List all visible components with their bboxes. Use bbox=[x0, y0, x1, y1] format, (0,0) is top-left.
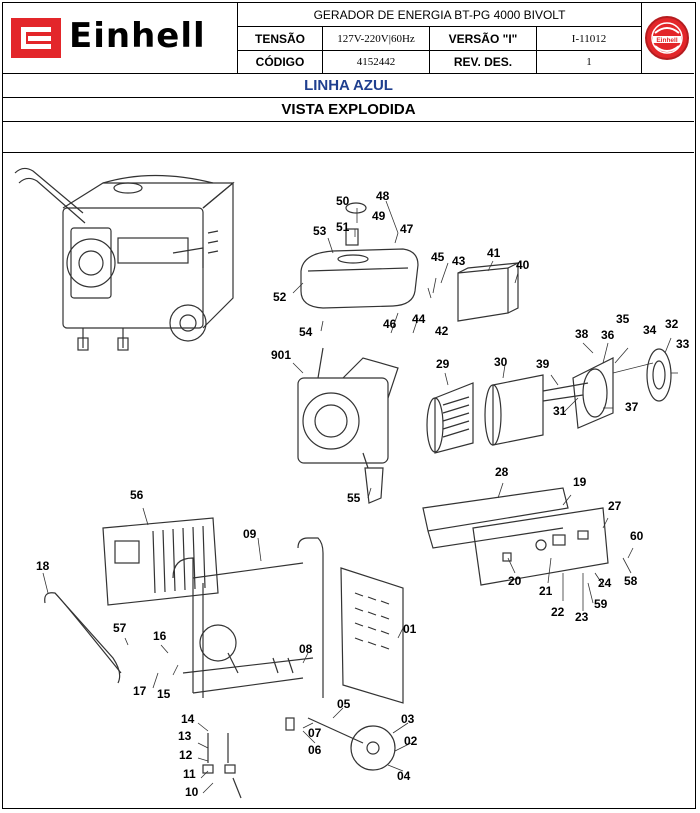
fuel-tank-part bbox=[300, 202, 419, 309]
part-label-38: 38 bbox=[575, 327, 589, 341]
part-label-43: 43 bbox=[452, 254, 466, 268]
part-label-55: 55 bbox=[347, 491, 361, 505]
part-label-54: 54 bbox=[299, 325, 313, 339]
part-label-52: 52 bbox=[273, 290, 287, 304]
part-label-32: 32 bbox=[665, 317, 679, 331]
part-label-01: 01 bbox=[403, 622, 417, 636]
part-label-13: 13 bbox=[178, 729, 192, 743]
tensao-label: TENSÃO bbox=[238, 27, 323, 51]
part-label-35: 35 bbox=[616, 312, 630, 326]
part-label-901: 901 bbox=[271, 348, 291, 362]
part-label-29: 29 bbox=[436, 357, 450, 371]
part-label-42: 42 bbox=[435, 324, 449, 338]
part-label-03: 03 bbox=[401, 712, 415, 726]
einhell-badge-icon: Einhell bbox=[645, 16, 689, 60]
part-label-56: 56 bbox=[130, 488, 144, 502]
part-label-39: 39 bbox=[536, 357, 550, 371]
side-vent-panel-part bbox=[102, 517, 219, 606]
control-box-part bbox=[457, 262, 519, 322]
handle-part bbox=[44, 592, 122, 684]
part-label-31: 31 bbox=[553, 404, 567, 418]
leader-lines bbox=[42, 200, 678, 794]
part-label-12: 12 bbox=[179, 748, 193, 762]
part-label-30: 30 bbox=[494, 355, 508, 369]
badge-cell bbox=[642, 3, 694, 74]
part-label-06: 06 bbox=[308, 743, 322, 757]
part-label-41: 41 bbox=[487, 246, 501, 260]
part-label-24: 24 bbox=[598, 576, 612, 590]
part-label-44: 44 bbox=[412, 312, 426, 326]
rev-label: REV. DES. bbox=[430, 51, 537, 74]
part-label-20: 20 bbox=[508, 574, 522, 588]
feet-part bbox=[202, 717, 295, 799]
assembled-generator-illustration bbox=[14, 167, 235, 351]
part-label-07: 07 bbox=[308, 726, 322, 740]
part-label-51: 51 bbox=[336, 220, 350, 234]
part-label-05: 05 bbox=[337, 697, 351, 711]
part-label-23: 23 bbox=[575, 610, 589, 624]
versao-value: I-11012 bbox=[537, 27, 642, 51]
part-number-labels: 01 02 03 04 05 06 07 08 09 10 11 12 13 1… bbox=[36, 189, 690, 799]
part-label-36: 36 bbox=[601, 328, 615, 342]
part-label-08: 08 bbox=[299, 642, 313, 656]
codigo-value: 4152442 bbox=[323, 51, 430, 74]
brand-logo-text: Einhell bbox=[69, 16, 206, 56]
part-label-10: 10 bbox=[185, 785, 199, 799]
alternator-part bbox=[426, 348, 672, 454]
exploded-view-diagram: 01 02 03 04 05 06 07 08 09 10 11 12 13 1… bbox=[14, 167, 690, 799]
part-label-48: 48 bbox=[376, 189, 390, 203]
view-title: VISTA EXPLODIDA bbox=[3, 98, 694, 122]
part-label-28: 28 bbox=[495, 465, 509, 479]
part-label-53: 53 bbox=[313, 224, 327, 238]
part-label-16: 16 bbox=[153, 629, 167, 643]
wheel-part bbox=[307, 717, 396, 771]
part-label-27: 27 bbox=[608, 499, 622, 513]
part-label-11: 11 bbox=[183, 767, 196, 781]
tensao-value: 127V-220V|60Hz bbox=[323, 27, 430, 51]
part-label-49: 49 bbox=[372, 209, 386, 223]
codigo-label: CÓDIGO bbox=[238, 51, 323, 74]
line-name: LINHA AZUL bbox=[3, 74, 694, 98]
part-label-15: 15 bbox=[157, 687, 171, 701]
product-title: GERADOR DE ENERGIA BT-PG 4000 BIVOLT bbox=[238, 3, 642, 27]
part-label-14: 14 bbox=[181, 712, 195, 726]
part-label-22: 22 bbox=[551, 605, 565, 619]
part-label-40: 40 bbox=[516, 258, 530, 272]
part-label-21: 21 bbox=[539, 584, 553, 598]
part-label-46: 46 bbox=[383, 317, 397, 331]
blank-row bbox=[3, 122, 694, 153]
part-label-47: 47 bbox=[400, 222, 414, 236]
part-label-09: 09 bbox=[243, 527, 257, 541]
part-label-57: 57 bbox=[113, 621, 127, 635]
rear-panel-part bbox=[422, 487, 609, 586]
part-label-04: 04 bbox=[397, 769, 411, 783]
brand-logo-cell: Einhell bbox=[3, 3, 238, 74]
part-label-18: 18 bbox=[36, 559, 50, 573]
part-label-17: 17 bbox=[133, 684, 147, 698]
part-label-02: 02 bbox=[404, 734, 418, 748]
part-label-60: 60 bbox=[630, 529, 644, 543]
part-label-37: 37 bbox=[625, 400, 639, 414]
badge-text: Einhell bbox=[656, 37, 678, 44]
part-label-19: 19 bbox=[573, 475, 587, 489]
versao-label: VERSÃO "I" bbox=[430, 27, 537, 51]
front-slot-panel-part bbox=[340, 567, 404, 704]
rev-value: 1 bbox=[537, 51, 642, 74]
frame-part bbox=[172, 537, 324, 698]
part-label-34: 34 bbox=[643, 323, 657, 337]
part-label-59: 59 bbox=[594, 597, 608, 611]
brand-logo-icon bbox=[11, 18, 61, 58]
title-block: Einhell GERADOR DE ENERGIA BT-PG 4000 BI… bbox=[3, 3, 694, 74]
engine-part bbox=[297, 347, 399, 504]
part-label-58: 58 bbox=[624, 574, 638, 588]
part-label-45: 45 bbox=[431, 250, 445, 264]
part-label-50: 50 bbox=[336, 194, 350, 208]
part-label-33: 33 bbox=[676, 337, 690, 351]
